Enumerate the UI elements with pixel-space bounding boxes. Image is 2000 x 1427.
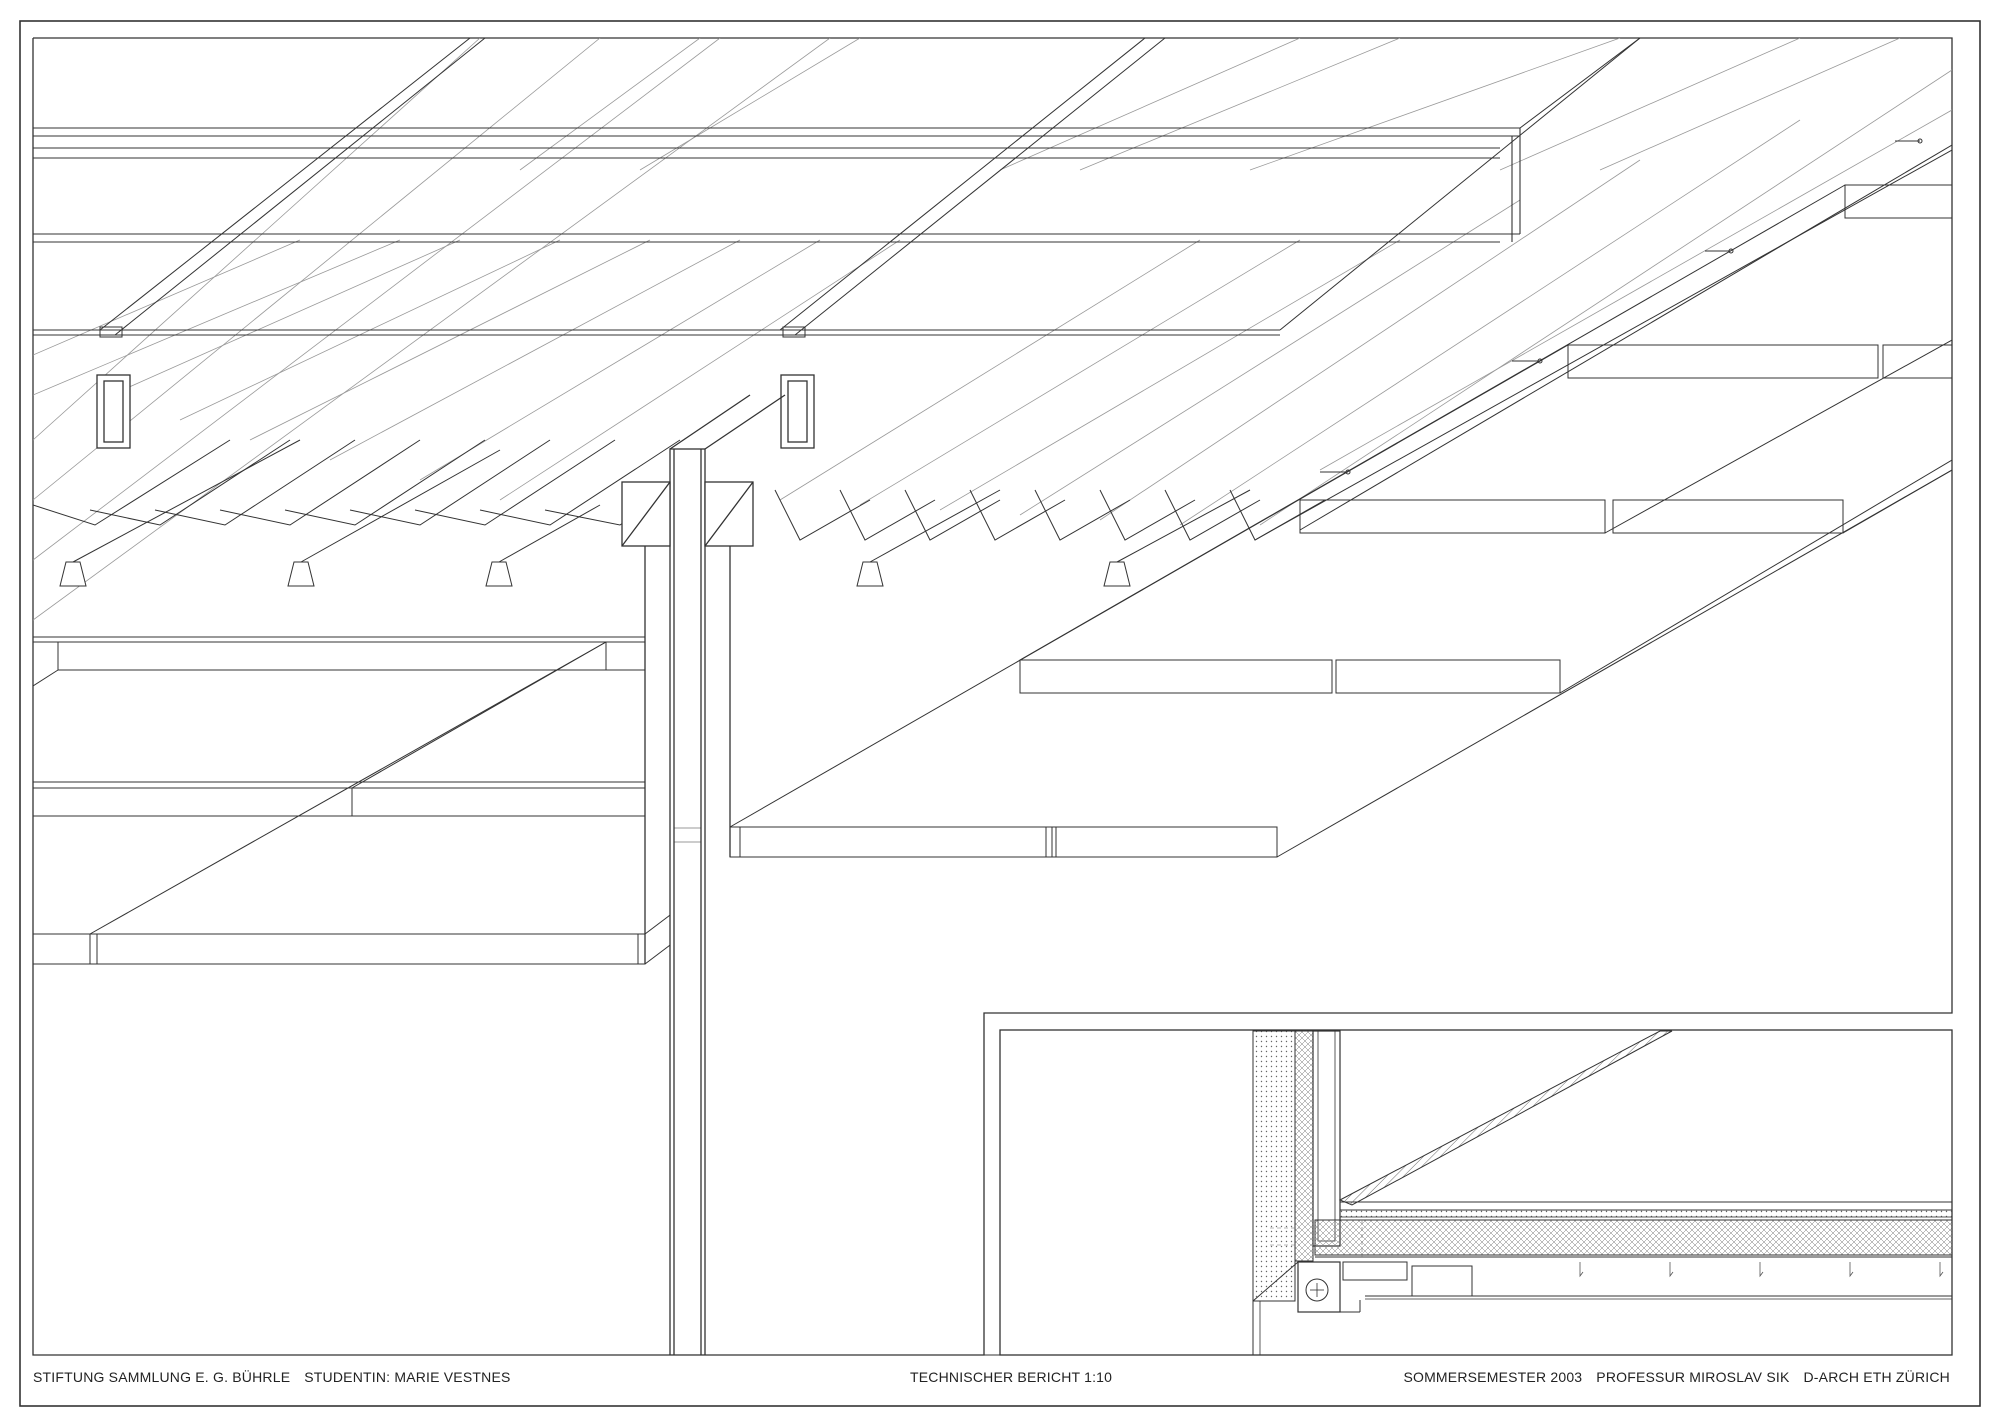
left-beams (33, 636, 691, 965)
hook-icon (1320, 138, 1923, 475)
footer-left: STIFTUNG SAMMLUNG E. G. BÜHRLE STUDENTIN:… (33, 1369, 511, 1385)
main-drawing-frame (32, 37, 1953, 1356)
student-name: STUDENTIN: MARIE VESTNES (304, 1369, 511, 1385)
light-fixture-icon (96, 374, 815, 449)
anchor-marks (1579, 1262, 1944, 1278)
footer-right: SOMMERSEMESTER 2003 PROFESSUR MIROSLAV SI… (1403, 1369, 1950, 1385)
footer-center: TECHNISCHER BERICHT 1:10 (910, 1369, 1112, 1385)
upper-beams (33, 127, 1521, 336)
center-beams (729, 826, 1057, 858)
semester: SOMMERSEMESTER 2003 (1403, 1369, 1583, 1385)
pendant-light-icon (59, 439, 1251, 587)
project-name: STIFTUNG SAMMLUNG E. G. BÜHRLE (33, 1369, 291, 1385)
drawing-title: TECHNISCHER BERICHT 1:10 (910, 1369, 1113, 1385)
rafters (99, 38, 1641, 336)
detail-frame (999, 1029, 1953, 1356)
central-column (621, 394, 786, 1355)
dash-marks (1270, 1220, 1363, 1257)
sheet-frame (19, 20, 1981, 1407)
school: D-ARCH ETH ZÜRICH (1803, 1369, 1950, 1385)
professor: PROFESSUR MIROSLAV SIK (1596, 1369, 1790, 1385)
right-beams (729, 184, 1952, 858)
roof-diagonals (33, 38, 1952, 621)
perspective-view (33, 38, 1952, 1355)
louvers-right (774, 144, 1952, 541)
louvers-left (33, 439, 701, 526)
construction-detail (1252, 1030, 1953, 1355)
